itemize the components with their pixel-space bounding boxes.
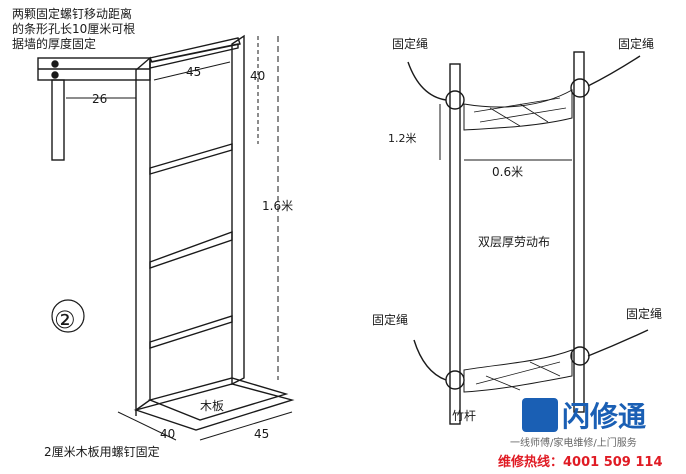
rope-bottom-right xyxy=(587,329,649,357)
note-line-3: 据墙的厚度固定 xyxy=(12,36,96,51)
board-label: 木板 xyxy=(200,399,224,413)
dim-40-right-label: 40 xyxy=(250,69,265,83)
dim-45-bottom-line xyxy=(199,411,293,441)
knot-bottom-left xyxy=(445,370,465,390)
brand-hotline: 维修热线：4001 509 114 xyxy=(498,454,663,470)
note-line-1: 两颗固定螺钉移动距离 xyxy=(12,6,132,21)
rope-top-right xyxy=(587,55,641,87)
rung-2 xyxy=(149,230,233,269)
cloth-label: 双层厚劳动布 xyxy=(478,235,550,249)
rope-bottom-left-label: 固定绳 xyxy=(372,312,408,327)
rung-3 xyxy=(149,315,233,349)
knot-top-right xyxy=(570,78,590,98)
rope-top-right-label: 固定绳 xyxy=(618,36,654,51)
dim-40-bottom-label: 40 xyxy=(160,427,175,441)
dim-40-bottom-line xyxy=(117,411,177,441)
rope-bottom-right-label: 固定绳 xyxy=(626,306,662,321)
brand-slogan: 一线师傅/家电维修/上门服务 xyxy=(510,436,637,449)
right-figure xyxy=(407,51,649,425)
dim-1-2m-label: 1.2米 xyxy=(388,132,417,145)
base-board xyxy=(133,383,295,431)
dim-1-6m-label: 1.6米 xyxy=(262,199,293,213)
cloth-bottom-hatching xyxy=(475,361,561,391)
dim-45-top-label: 45 xyxy=(186,65,201,79)
pole-left xyxy=(449,63,461,425)
left-figure xyxy=(37,34,295,441)
dim-0-6m-label: 0.6米 xyxy=(492,165,523,179)
brand-name: 闪修通 xyxy=(562,400,646,433)
dim-45-bottom-label: 45 xyxy=(254,427,269,441)
right-post xyxy=(231,34,245,386)
base-board-inner xyxy=(147,377,289,421)
rope-top-left-label: 固定绳 xyxy=(392,36,428,51)
rope-top-left xyxy=(407,61,447,101)
figure-number: ② xyxy=(54,306,76,334)
rung-1 xyxy=(149,143,233,175)
cloth-top xyxy=(463,89,573,131)
knot-top-left xyxy=(445,90,465,110)
top-rail xyxy=(148,37,241,63)
cloth-top-hatching xyxy=(473,97,567,127)
note-line-2: 的条形孔长10厘米可根 xyxy=(12,21,135,36)
screw-2 xyxy=(51,71,59,79)
brand-logo-icon xyxy=(522,398,558,432)
cloth-bottom xyxy=(463,349,573,393)
figure-number-circle xyxy=(51,299,85,333)
bracket-leg xyxy=(51,79,65,161)
pole-right xyxy=(573,51,585,413)
pole-label: 竹杆 xyxy=(452,409,476,423)
left-caption: 2厘米木板用螺钉固定 xyxy=(44,444,160,459)
dim-45-top-line xyxy=(153,61,231,81)
rope-bottom-left xyxy=(413,339,447,381)
left-post xyxy=(135,56,151,412)
screw-1 xyxy=(51,60,59,68)
dim-26-label: 26 xyxy=(92,92,107,106)
